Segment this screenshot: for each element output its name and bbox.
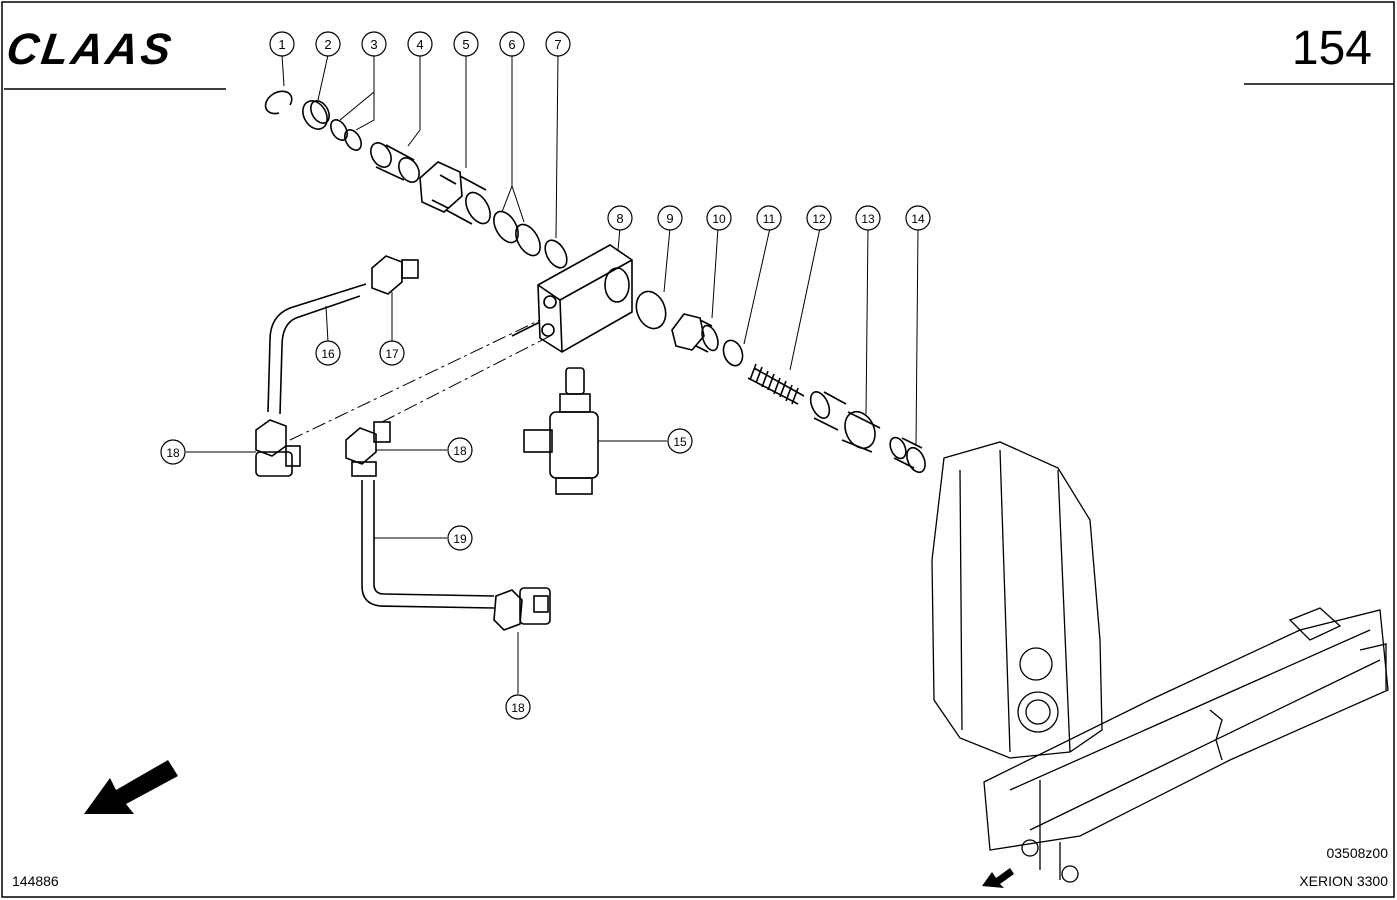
part-spring[interactable]: [747, 363, 805, 405]
svg-text:5: 5: [462, 37, 469, 52]
svg-text:18: 18: [166, 446, 180, 460]
svg-text:15: 15: [673, 435, 687, 449]
callout-9[interactable]: 9: [657, 205, 683, 231]
part-hydraulic-fitting[interactable]: [419, 161, 495, 228]
part-elbow-fitting-b[interactable]: [345, 421, 391, 477]
svg-text:12: 12: [812, 212, 826, 226]
svg-text:6: 6: [508, 37, 515, 52]
callout-15[interactable]: 15: [667, 428, 693, 454]
part-solenoid-valve[interactable]: [523, 367, 599, 495]
part-ring[interactable]: [298, 97, 332, 134]
part-end-cap[interactable]: [887, 435, 929, 475]
assembly-axis-a: [289, 319, 541, 441]
callout-11[interactable]: 11: [756, 205, 782, 231]
callout-17[interactable]: 17: [379, 340, 405, 366]
callout-6[interactable]: 6: [499, 31, 525, 57]
svg-text:3: 3: [370, 37, 377, 52]
callout-16[interactable]: 16: [315, 340, 341, 366]
part-sleeve[interactable]: [367, 139, 424, 186]
part-piston[interactable]: [807, 389, 881, 453]
part-union[interactable]: [371, 255, 419, 295]
svg-text:17: 17: [385, 347, 399, 361]
direction-arrow-small: [982, 868, 1014, 888]
svg-text:16: 16: [321, 347, 335, 361]
svg-text:13: 13: [861, 212, 875, 226]
svg-text:2: 2: [324, 37, 331, 52]
tractor-overview-drawing: [931, 441, 1389, 883]
callout-14[interactable]: 14: [905, 205, 931, 231]
svg-text:11: 11: [763, 212, 776, 226]
svg-text:1: 1: [278, 37, 285, 52]
svg-text:9: 9: [666, 211, 673, 226]
leader-lines: [186, 54, 919, 694]
footer-model: XERION 3300: [1299, 873, 1388, 889]
callout-18-lower[interactable]: 18: [505, 694, 531, 720]
svg-text:18: 18: [453, 444, 467, 458]
svg-text:14: 14: [911, 212, 925, 226]
direction-arrow-large: [84, 760, 178, 814]
part-small-ring[interactable]: [720, 338, 746, 369]
part-valve-block[interactable]: [511, 244, 633, 353]
callout-7[interactable]: 7: [545, 31, 571, 57]
callout-12[interactable]: 12: [806, 205, 832, 231]
brand-logo: CLAAS: [4, 25, 177, 74]
part-bent-tube[interactable]: [361, 480, 495, 609]
svg-text:18: 18: [511, 701, 525, 715]
assembly-axis-b: [381, 335, 551, 423]
svg-text:8: 8: [616, 211, 623, 226]
gearbox-housing: [931, 441, 1103, 759]
callout-5[interactable]: 5: [453, 31, 479, 57]
callout-4[interactable]: 4: [407, 31, 433, 57]
part-circlip[interactable]: [264, 90, 293, 115]
callout-18-left[interactable]: 18: [160, 439, 186, 465]
svg-text:CLAAS: CLAAS: [4, 25, 177, 74]
part-o-ring-large[interactable]: [489, 207, 523, 246]
exploded-valve-drawing: [255, 90, 929, 631]
callout-18-center[interactable]: 18: [447, 437, 473, 463]
page-number: 154: [1292, 22, 1372, 75]
callout-1[interactable]: 1: [269, 31, 295, 57]
part-elbow-fitting-c[interactable]: [493, 587, 551, 631]
callout-10[interactable]: 10: [706, 205, 732, 231]
footer-drawing-code: 03508z00: [1326, 845, 1388, 861]
callout-13[interactable]: 13: [855, 205, 881, 231]
part-plug[interactable]: [671, 313, 721, 353]
callout-19[interactable]: 19: [447, 525, 473, 551]
svg-text:4: 4: [416, 37, 423, 52]
part-tube[interactable]: [267, 283, 367, 415]
chassis-frame: [983, 609, 1389, 851]
callout-8[interactable]: 8: [607, 205, 633, 231]
part-elbow-fitting-a[interactable]: [255, 419, 301, 477]
footer-left-code: 144886: [12, 873, 59, 889]
part-sealing-ring[interactable]: [631, 287, 670, 332]
svg-text:10: 10: [712, 212, 726, 226]
svg-text:19: 19: [453, 532, 467, 546]
callout-3[interactable]: 3: [361, 31, 387, 57]
callout-2[interactable]: 2: [315, 31, 341, 57]
part-o-ring[interactable]: [541, 237, 572, 272]
svg-text:7: 7: [554, 37, 561, 52]
